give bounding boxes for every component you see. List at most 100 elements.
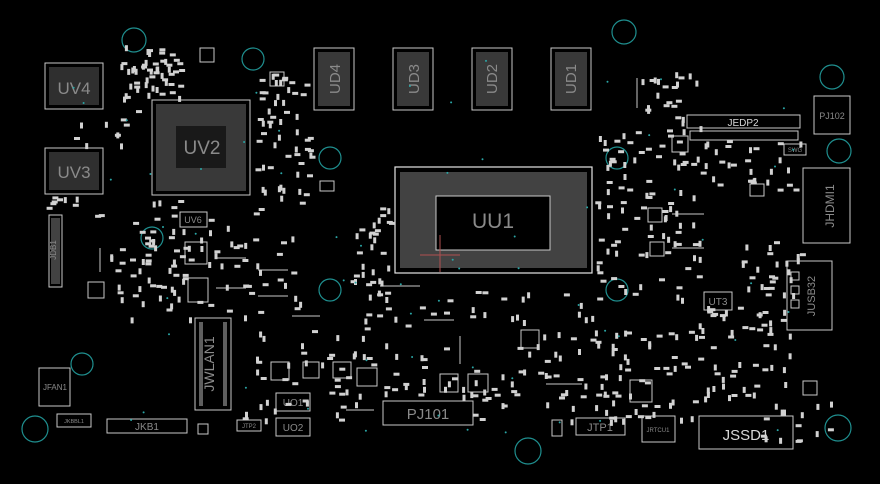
passive-pad bbox=[620, 201, 627, 205]
via bbox=[360, 244, 362, 247]
passive-pad bbox=[256, 369, 260, 376]
passive-pad bbox=[625, 368, 632, 372]
passive-pad bbox=[174, 249, 180, 253]
via bbox=[243, 141, 246, 143]
passive-pad bbox=[777, 142, 784, 146]
passive-pad bbox=[656, 155, 662, 159]
passive-pad bbox=[149, 75, 156, 79]
passive-pad bbox=[742, 386, 746, 393]
passive-pad bbox=[355, 233, 359, 240]
passive-pad bbox=[421, 358, 428, 362]
via bbox=[485, 59, 487, 62]
passive-pad bbox=[282, 187, 286, 194]
connector-jrtcu1: JRTCU1 bbox=[641, 415, 676, 443]
passive-pad bbox=[522, 320, 526, 326]
chip-ud1: UD1 bbox=[550, 47, 592, 111]
passive-pad bbox=[611, 350, 615, 357]
passive-pad bbox=[749, 276, 756, 280]
passive-pad bbox=[615, 394, 622, 398]
passive-pad bbox=[707, 306, 711, 312]
passive-pad bbox=[263, 189, 267, 196]
passive-pad bbox=[624, 330, 628, 337]
passive-pad bbox=[368, 232, 372, 239]
via bbox=[130, 419, 133, 421]
passive-pad bbox=[671, 399, 675, 406]
passive-pad bbox=[724, 310, 728, 317]
passive-pad bbox=[698, 357, 705, 361]
passive-pad bbox=[570, 419, 574, 426]
passive-pad bbox=[132, 66, 136, 72]
via bbox=[504, 431, 507, 434]
passive-pad bbox=[695, 334, 699, 341]
passive-pad bbox=[578, 349, 581, 355]
via bbox=[792, 148, 795, 151]
connector-pj102: PJ102 bbox=[813, 95, 851, 135]
passive-pad bbox=[645, 147, 652, 151]
via bbox=[734, 339, 737, 341]
connector-jkbbl1: JKBBL1 bbox=[56, 413, 92, 428]
passive-pad bbox=[182, 229, 186, 236]
passive-pad bbox=[395, 353, 399, 360]
passive-pad bbox=[130, 274, 137, 278]
passive-pad bbox=[136, 110, 142, 114]
connector-jedp2: JEDP2 bbox=[686, 114, 801, 141]
passive-pad bbox=[626, 331, 632, 335]
passive-pad bbox=[366, 283, 373, 287]
chip-uo2: UO2 bbox=[275, 417, 311, 437]
passive-pad bbox=[558, 355, 562, 362]
passive-pad bbox=[511, 390, 518, 394]
passive-pad bbox=[501, 404, 508, 408]
passive-pad bbox=[208, 303, 215, 307]
label-jtp1: JTP1 bbox=[587, 422, 613, 434]
passive-pad bbox=[662, 233, 666, 240]
passive-pad bbox=[147, 92, 151, 99]
via bbox=[149, 173, 152, 175]
mounting-hole bbox=[21, 415, 49, 443]
passive-pad bbox=[779, 437, 783, 444]
passive-pad bbox=[612, 400, 616, 407]
passive-pad bbox=[782, 367, 786, 374]
passive-pad bbox=[474, 369, 481, 373]
passive-pad bbox=[758, 312, 762, 319]
passive-pad bbox=[462, 394, 466, 401]
passive-pad bbox=[501, 374, 505, 381]
passive-pad bbox=[277, 278, 284, 282]
passive-pad bbox=[748, 179, 754, 183]
passive-pad bbox=[355, 402, 358, 409]
passive-pad bbox=[609, 416, 616, 420]
passive-pad bbox=[678, 222, 682, 229]
passive-pad bbox=[696, 156, 700, 163]
passive-pad bbox=[173, 58, 180, 62]
passive-pad bbox=[737, 306, 744, 310]
passive-pad bbox=[510, 381, 514, 388]
passive-pad bbox=[291, 236, 295, 243]
passive-pad bbox=[366, 313, 373, 317]
connector-jwlan1: JWLAN1 bbox=[194, 317, 232, 411]
passive-pad bbox=[681, 120, 685, 127]
mounting-hole bbox=[826, 138, 852, 164]
passive-pad bbox=[663, 216, 667, 223]
passive-pad bbox=[295, 129, 299, 136]
label-ud4: UD4 bbox=[327, 64, 344, 94]
passive-pad bbox=[610, 160, 617, 164]
passive-pad bbox=[57, 198, 63, 202]
passive-pad bbox=[618, 285, 625, 288]
passive-pad bbox=[158, 200, 162, 207]
passive-pad bbox=[754, 384, 761, 388]
passive-pad bbox=[625, 415, 632, 419]
via bbox=[194, 232, 197, 235]
passive-pad bbox=[156, 284, 163, 288]
label-jedp2: JEDP2 bbox=[727, 118, 759, 129]
passive-pad bbox=[253, 212, 260, 216]
chip-uo1: UO1 bbox=[275, 392, 311, 412]
passive-pad bbox=[609, 157, 616, 161]
passive-pad bbox=[482, 398, 489, 402]
passive-pad bbox=[444, 311, 450, 315]
passive-pad bbox=[419, 306, 426, 310]
passive-pad bbox=[646, 196, 653, 199]
passive-pad bbox=[728, 335, 735, 339]
passive-pad bbox=[120, 118, 127, 122]
passive-pad bbox=[169, 53, 176, 57]
passive-pad bbox=[259, 97, 266, 101]
chip-uv6: UV6 bbox=[179, 211, 208, 228]
